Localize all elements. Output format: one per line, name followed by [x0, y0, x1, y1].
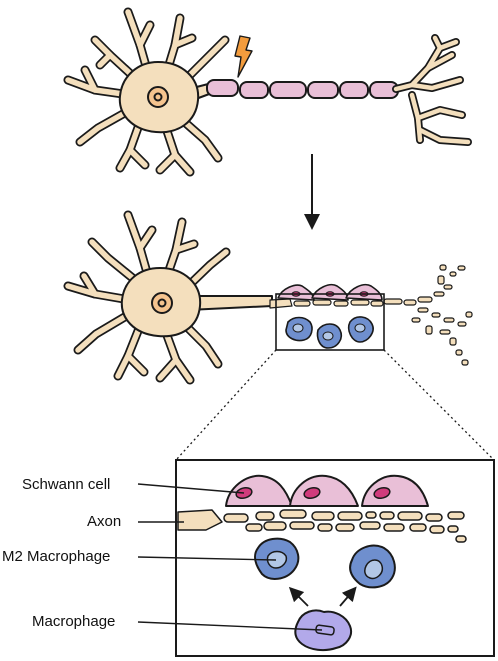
intact-nucleolus [153, 92, 163, 102]
lightning-bolt-icon [234, 35, 253, 78]
up-arrow-icon-2 [339, 586, 357, 607]
label-macrophage: Macrophage [32, 613, 116, 630]
inset-source-box [275, 293, 385, 351]
intact-neuron [63, 7, 472, 177]
leader-lines [137, 483, 323, 631]
macrophage-nucleus [315, 624, 335, 636]
m2-nucleus-small-3 [354, 323, 366, 333]
m2-nucleus-small-1 [292, 323, 304, 333]
schwann-nucleus-3 [373, 486, 391, 500]
zoom-line-right [383, 349, 495, 461]
label-m2-macrophage: M2 Macrophage [2, 548, 111, 565]
injured-dendrites-fill [65, 212, 229, 383]
m2-nucleus-1 [266, 550, 288, 569]
up-arrow-icon [288, 586, 309, 607]
injured-neuron [63, 210, 273, 385]
zoom-panel-contents [177, 474, 467, 652]
injured-nucleolus [157, 298, 167, 308]
m2-nucleus-small-2 [322, 331, 334, 341]
axon-debris [177, 509, 467, 543]
axon-debris-small [269, 264, 473, 366]
intact-dendrites-fill [65, 9, 228, 175]
injury-region [269, 264, 473, 366]
label-axon: Axon [87, 513, 122, 530]
label-schwann-cell: Schwann cell [22, 476, 111, 493]
intact-axon-terminal-fill [393, 35, 471, 145]
zoom-line-left [175, 349, 277, 461]
intact-myelin-sheath [206, 79, 399, 99]
m2-nucleus-2 [364, 559, 384, 580]
schwann-nucleus-2 [303, 486, 321, 500]
